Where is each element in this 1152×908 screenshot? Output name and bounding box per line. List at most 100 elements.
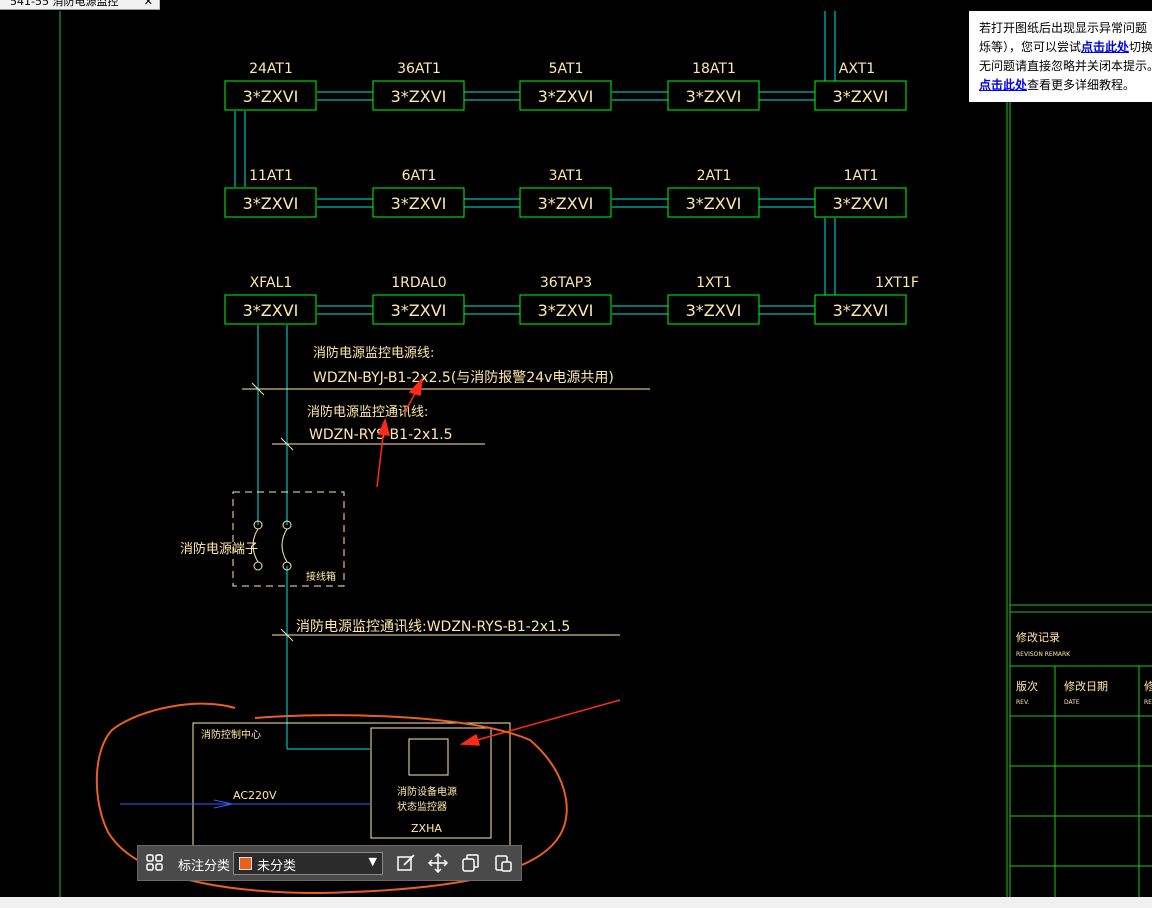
power-line-spec: WDZN-BYJ-B1-2x2.5(与消防报警24v电源共用) — [313, 370, 614, 386]
module-label: AXT1 — [839, 61, 875, 77]
revision-col-date: 修改日期 — [1064, 679, 1108, 693]
category-value: 未分类 — [257, 859, 297, 874]
module-label: 1RDAL0 — [391, 275, 446, 291]
module-box — [519, 80, 612, 111]
module-code: 3*ZXVI — [391, 87, 447, 106]
module-36tap3: 3*ZXVI 36TAP3 — [519, 275, 612, 325]
paste-icon[interactable] — [493, 853, 513, 873]
revision-col-date-en: DATE — [1064, 699, 1080, 706]
module-code: 3*ZXVI — [538, 301, 594, 320]
category-swatch — [239, 857, 252, 870]
tab-close-icon[interactable]: ✕ — [143, 0, 153, 8]
notice-line2: 烁等），您可以尝试点击此处切换 — [979, 38, 1152, 57]
junction-box-label: 接线箱 — [306, 570, 336, 583]
module-axt1: 3*ZXVI AXT1 — [814, 61, 907, 111]
module-1rdal0: 3*ZXVI 1RDAL0 — [372, 275, 465, 325]
ac-feed-arrow — [213, 799, 233, 809]
notice-line4: 点击此处查看更多详细教程。 — [979, 76, 1152, 95]
module-18at1: 3*ZXVI 18AT1 — [667, 61, 760, 111]
module-label: 11AT1 — [249, 168, 293, 184]
module-box — [814, 187, 907, 218]
module-box — [372, 80, 465, 111]
module-code: 3*ZXVI — [391, 301, 447, 320]
module-code: 3*ZXVI — [686, 194, 742, 213]
annotation-toolbar: 标注分类 未分类 ▼ — [137, 845, 522, 881]
ac-feed-label: AC220V — [233, 789, 277, 802]
control-center-label: 消防控制中心 — [201, 728, 261, 741]
comm-line-title: 消防电源监控通讯线: — [307, 404, 428, 420]
module-box — [667, 294, 760, 325]
status-bar — [0, 897, 1152, 908]
grid-icon[interactable] — [145, 853, 165, 873]
module-code: 3*ZXVI — [538, 87, 594, 106]
module-box — [667, 80, 760, 111]
drawing-tab[interactable]: 541-55 消防电源监控 ✕ — [0, 0, 160, 10]
module-24at1: 3*ZXVI 24AT1 — [224, 61, 317, 111]
copy-icon[interactable] — [461, 853, 481, 873]
module-code: 3*ZXVI — [833, 301, 889, 320]
module-label: 18AT1 — [692, 61, 736, 77]
tick-comm — [280, 437, 294, 451]
terminal-arc — [252, 528, 259, 563]
module-label: 3AT1 — [549, 168, 584, 184]
chevron-down-icon: ▼ — [368, 855, 377, 868]
module-code: 3*ZXVI — [243, 87, 299, 106]
terminal-arc — [281, 528, 288, 563]
category-select[interactable]: 未分类 ▼ — [233, 852, 383, 875]
revision-col-remark: 修 — [1144, 679, 1152, 693]
annotation-ellipse — [95, 702, 568, 895]
module-code: 3*ZXVI — [538, 194, 594, 213]
module-connectors — [234, 91, 836, 315]
notice-line2-suffix: 切换 — [1129, 40, 1152, 54]
module-box — [814, 294, 907, 325]
module-label: 1XT1F — [875, 275, 919, 291]
tick-power — [251, 382, 265, 396]
module-box — [224, 80, 317, 111]
monitor-code: ZXHA — [411, 822, 442, 835]
module-box — [519, 187, 612, 218]
module-code: 3*ZXVI — [686, 87, 742, 106]
module-box — [814, 80, 907, 111]
terminal-box — [232, 491, 345, 587]
module-label: 24AT1 — [249, 61, 293, 77]
module-box — [372, 187, 465, 218]
module-label: 6AT1 — [402, 168, 437, 184]
monitor-screen — [408, 738, 449, 776]
comm-line-spec: WDZN-RYS-B1-2x1.5 — [309, 427, 453, 443]
module-label: 36TAP3 — [540, 275, 592, 291]
monitor-box — [370, 727, 492, 839]
display-notice: 若打开图纸后出现显示异常问题 烁等），您可以尝试点击此处切换 无问题请直接忽略并… — [969, 11, 1152, 102]
module-label: 1AT1 — [844, 168, 879, 184]
category-label: 标注分类 — [178, 859, 231, 874]
revision-col-rev: 版次 — [1016, 679, 1038, 693]
module-box — [667, 187, 760, 218]
move-icon[interactable] — [428, 853, 448, 873]
module-label: 1XT1 — [696, 275, 732, 291]
terminal-node — [253, 561, 263, 571]
notice-line2-text: 烁等），您可以尝试 — [979, 40, 1082, 54]
monitor-line1: 消防设备电源 — [397, 785, 457, 798]
module-box — [224, 187, 317, 218]
module-1xt1f: 3*ZXVI 1XT1F — [814, 275, 919, 325]
comm-line-full: 消防电源监控通讯线:WDZN-RYS-B1-2x1.5 — [296, 619, 570, 635]
notice-line1: 若打开图纸后出现显示异常问题 — [979, 21, 1148, 35]
module-code: 3*ZXVI — [833, 87, 889, 106]
revision-title: 修改记录 — [1016, 630, 1060, 644]
tutorial-link[interactable]: 点击此处 — [979, 78, 1028, 92]
monitor-line2: 状态监控器 — [397, 800, 447, 813]
edit-icon[interactable] — [396, 853, 416, 873]
tab-title: 541-55 消防电源监控 — [10, 0, 119, 8]
control-center-box — [192, 722, 511, 854]
switch-mode-link[interactable]: 点击此处 — [1081, 40, 1130, 54]
module-grid: 3*ZXVI24AT13*ZXVI36AT13*ZXVI5AT13*ZXVI18… — [224, 61, 919, 325]
module-box — [224, 294, 317, 325]
module-code: 3*ZXVI — [686, 301, 742, 320]
revision-col-remark-en: RE — [1144, 699, 1152, 706]
